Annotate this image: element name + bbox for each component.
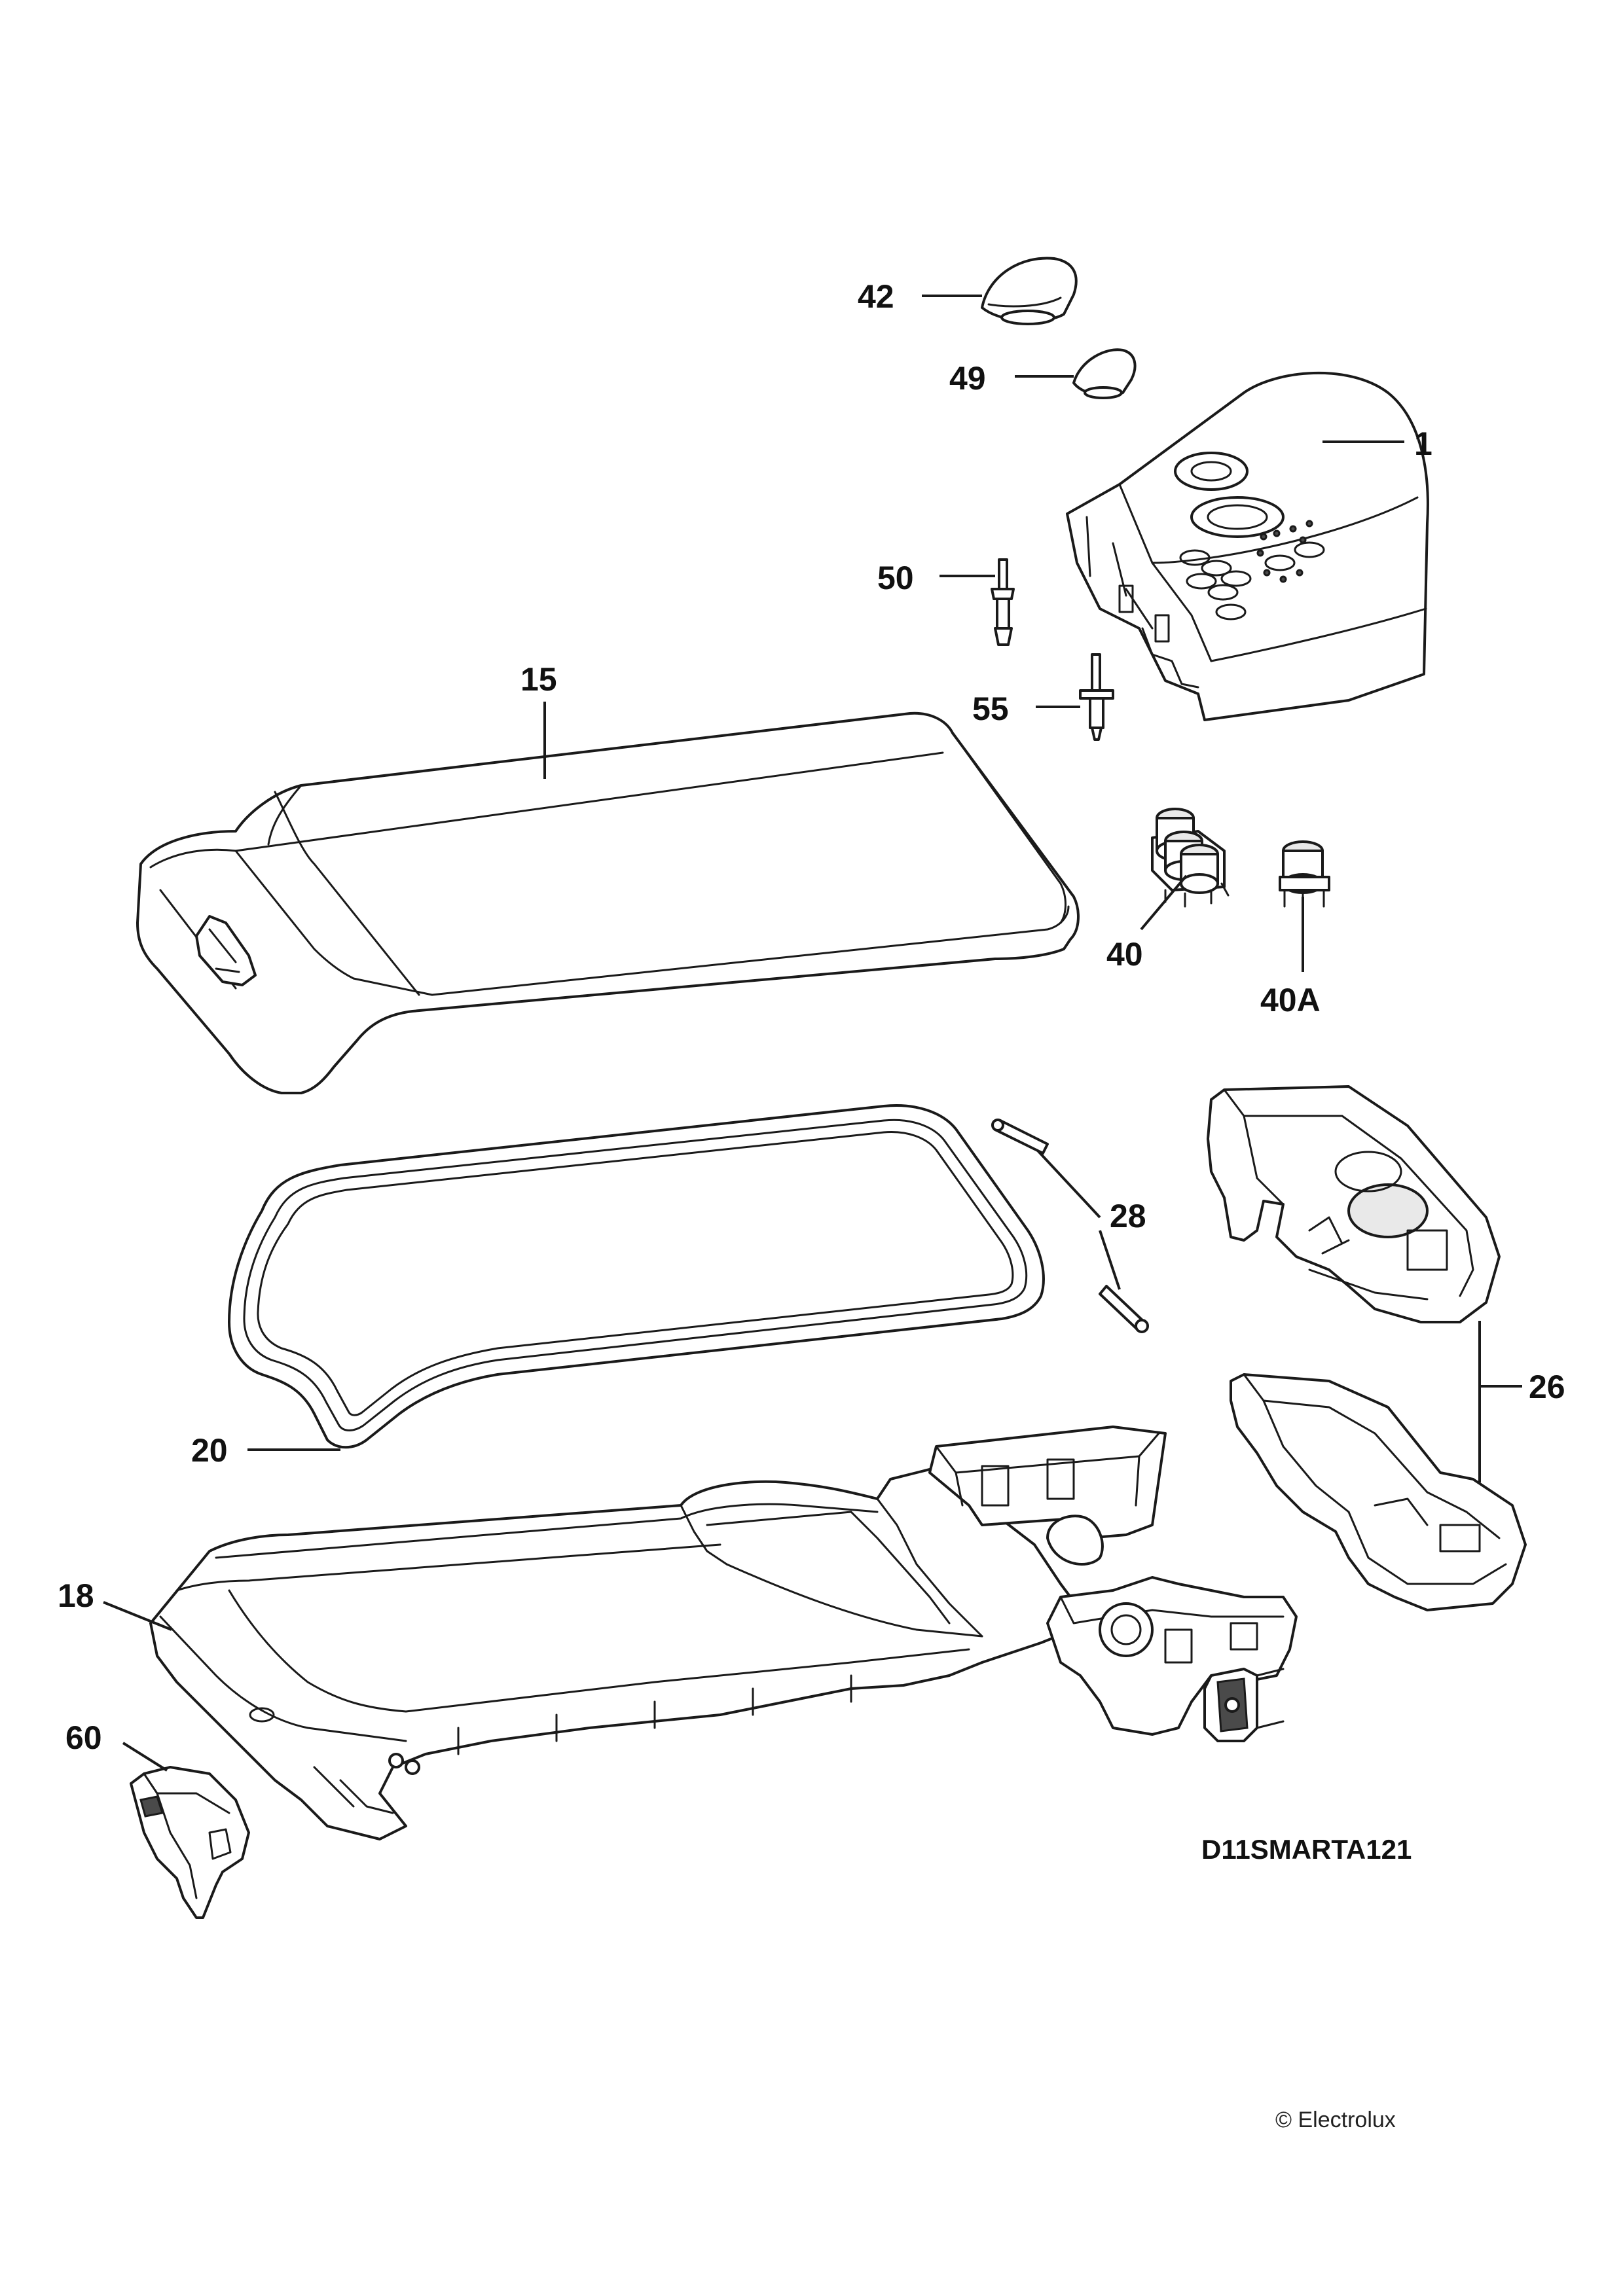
callout-1: 1 (1414, 425, 1432, 462)
part-60-bracket (130, 1766, 250, 1919)
callout-49: 49 (949, 360, 986, 397)
callout-42: 42 (858, 278, 894, 315)
callout-55: 55 (972, 691, 1009, 727)
part-26-dispenser (1207, 1085, 1527, 1611)
part-42-knob (981, 257, 1078, 325)
part-28-pins (991, 1119, 1149, 1333)
leader-60 (122, 1742, 168, 1772)
callout-15: 15 (520, 661, 557, 698)
copyright-notice: © Electrolux (1275, 2108, 1396, 2132)
leader-28b (1099, 1230, 1121, 1290)
part-49-knob (1072, 348, 1137, 399)
drawing-code: D11SMARTA121 (1201, 1834, 1412, 1865)
callout-40: 40 (1106, 936, 1143, 973)
part-1-control-panel (1066, 372, 1429, 721)
part-15-lid (136, 711, 1080, 1094)
callout-20: 20 (191, 1432, 228, 1469)
leader-lines (103, 295, 1522, 1772)
leader-40 (1140, 874, 1188, 931)
callout-60: 60 (65, 1719, 102, 1756)
part-20-gasket (228, 1104, 1045, 1449)
part-40-button-block (1151, 808, 1230, 908)
part-55-pin (1079, 653, 1114, 741)
part-18-top-frame (149, 1426, 1298, 1840)
callout-40a: 40A (1260, 982, 1321, 1018)
callout-26: 26 (1529, 1369, 1565, 1405)
part-50-pin (991, 558, 1015, 646)
callout-28: 28 (1110, 1198, 1146, 1234)
leader-18 (103, 1601, 172, 1631)
callout-50: 50 (877, 560, 914, 596)
leader-28a (1036, 1149, 1101, 1219)
callout-18: 18 (58, 1577, 94, 1614)
leader-26 (1478, 1321, 1522, 1482)
part-40a-button (1279, 840, 1330, 908)
